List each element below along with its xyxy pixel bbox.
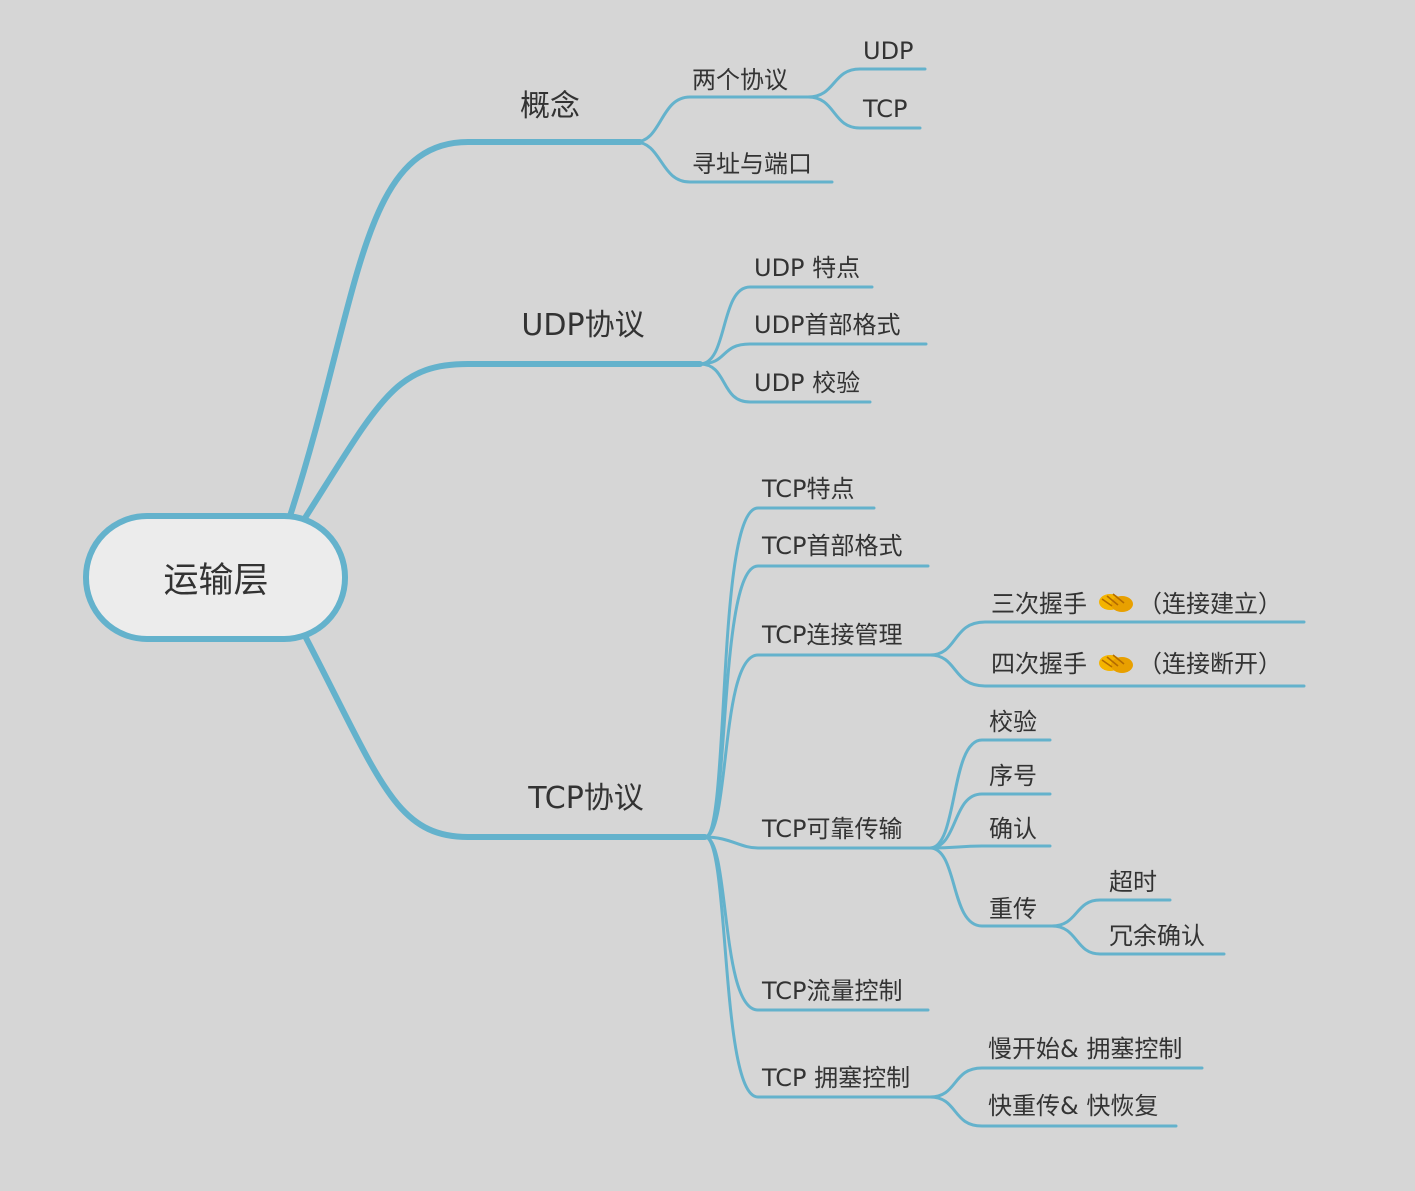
node-timeout[interactable]: 超时 [1109,868,1157,896]
edge-line [633,140,834,184]
node-udp-header-format[interactable]: UDP首部格式 [754,311,901,339]
edge-line [928,1066,1204,1099]
edge-line [302,633,708,840]
branch-concept[interactable]: 概念 [520,89,580,124]
edge-line [703,653,934,839]
edge-line [928,792,1052,850]
edge-line [928,1095,1178,1128]
node-checksum[interactable]: 校验 [989,708,1037,736]
node-tcp[interactable]: TCP [862,95,907,123]
edge-line [698,285,874,366]
node-three-way-handshake[interactable]: 三次握手 （连接建立） [991,590,1282,618]
edge-line [928,738,1052,850]
edge-line [928,846,1057,928]
four-way-handshake-label: 四次握手 [991,650,1087,678]
node-fast-retransmit[interactable]: 快重传& 快恢复 [988,1092,1158,1120]
edges [287,67,1306,1128]
edge-line [928,620,1306,657]
root-node[interactable]: 运输层 [83,513,348,642]
handshake-icon [1099,654,1133,673]
branch-label-tcp-protocol: TCP协议 [527,781,644,816]
edge-line [1050,898,1172,928]
edge-line [698,342,928,366]
node-tcp-congestion-control[interactable]: TCP 拥塞控制 [761,1064,910,1092]
node-two-protocols[interactable]: 两个协议 [692,66,788,94]
edge-line [633,95,814,144]
node-tcp-header-format[interactable]: TCP首部格式 [761,532,902,560]
node-tcp-flow-control[interactable]: TCP流量控制 [761,977,902,1005]
node-slow-start[interactable]: 慢开始& 拥塞控制 [988,1035,1182,1063]
node-tcp-features[interactable]: TCP特点 [761,475,854,503]
handshake-icon [1099,593,1133,612]
edge-line [703,835,934,850]
root-label: 运输层 [163,561,268,601]
node-udp[interactable]: UDP [863,37,914,65]
node-tcp-reliable-transfer[interactable]: TCP可靠传输 [761,815,902,843]
branch-label-udp-protocol: UDP协议 [521,308,644,343]
edge-line [928,653,1306,688]
node-udp-features[interactable]: UDP 特点 [754,254,860,282]
node-retransmission[interactable]: 重传 [989,895,1037,923]
edge-line [698,362,872,404]
branch-tcp-protocol[interactable]: TCP协议 [527,781,644,816]
node-sequence-number[interactable]: 序号 [989,762,1037,790]
node-udp-checksum[interactable]: UDP 校验 [754,369,860,397]
edge-line [928,844,1052,850]
edge-line [703,835,934,1099]
node-tcp-connection-mgmt[interactable]: TCP连接管理 [761,621,902,649]
branch-label-concept: 概念 [520,89,580,124]
edge-line [806,67,927,99]
node-addressing-ports[interactable]: 寻址与端口 [692,150,812,178]
branch-udp-protocol[interactable]: UDP协议 [521,308,644,343]
edge-line [806,95,922,130]
node-acknowledgement[interactable]: 确认 [989,815,1037,843]
root-node-shape [83,513,348,642]
edge-line [287,139,643,519]
edge-line [703,564,930,839]
node-redundant-ack[interactable]: 冗余确认 [1109,922,1205,950]
three-way-handshake-suffix: （连接建立） [1138,590,1282,618]
node-four-way-handshake[interactable]: 四次握手 （连接断开） [991,650,1282,678]
four-way-handshake-suffix: （连接断开） [1138,650,1282,678]
edge-line [302,361,703,521]
edge-line [1050,924,1226,956]
three-way-handshake-label: 三次握手 [991,590,1087,618]
